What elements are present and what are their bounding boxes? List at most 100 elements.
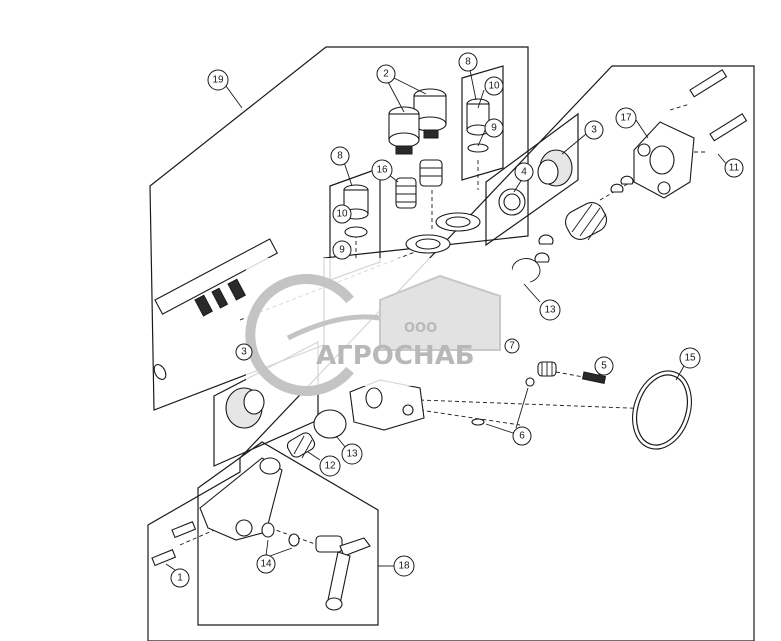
callout-1: 1 [170,568,190,588]
assembly-line-ring [419,399,681,411]
leader-13b [335,435,347,449]
spring-clips [534,175,634,263]
spring-12 [286,432,316,459]
pin-5 [581,371,607,385]
svg-text:14: 14 [260,559,272,570]
plug-lower [225,387,265,429]
seal-6a [471,418,485,426]
callout-7: 7 [504,338,520,354]
large-spring [564,202,608,241]
callout-18: 18 [393,555,415,577]
callout-3-upper: 3 [584,120,604,140]
callout-13-lower: 13 [341,443,363,465]
svg-text:2: 2 [383,69,389,80]
large-o-ring [632,370,692,450]
large-o-ring-inner [636,374,688,446]
callout-2: 2 [376,64,396,84]
leader-8a [469,69,477,101]
spring-7 [537,361,557,377]
leader-3a [561,133,587,155]
callout-3-lower: 3 [235,343,253,361]
callout-5: 5 [594,356,614,376]
callout-11: 11 [724,158,744,178]
watermark-harvester-icon [379,274,501,351]
leader-14 [265,539,269,557]
group-17-outline [147,65,755,641]
cap-assembly-upper [466,98,490,153]
assembly-line-orifice [419,409,521,426]
svg-text:9: 9 [491,123,497,134]
svg-text:13: 13 [544,305,556,316]
cover-bolts [689,69,748,142]
valve-body [349,379,425,431]
svg-text:8: 8 [465,57,471,68]
assembly-line-washer [269,527,319,546]
plug-upper [498,149,573,216]
leader-17 [635,119,649,139]
svg-text:10: 10 [336,209,348,220]
valve-spool [153,238,279,380]
group-18-outline [197,441,379,626]
watermark-gear-icon [245,274,354,396]
svg-text:5: 5 [601,361,607,372]
washers-14 [261,522,300,547]
svg-text:18: 18 [398,561,410,572]
svg-text:17: 17 [620,113,632,124]
callout-10-upper: 10 [484,76,504,96]
watermark-prefix: ООО [404,321,437,336]
assembly-line-bolt-top [669,103,691,111]
callout-13-upper: 13 [539,299,561,321]
group-8-upper-outline [461,65,504,181]
callout-15: 15 [679,347,701,369]
watermark: ООО АГРОСНАБ [245,258,512,396]
leader-9a [477,127,487,147]
spring-pistons [395,159,443,209]
callout-16: 16 [371,159,393,181]
callout-8-lower: 8 [330,146,350,166]
svg-text:6: 6 [519,431,525,442]
leader-10a [477,89,485,109]
cap-assembly-lower [343,184,369,238]
callout-17: 17 [615,107,637,129]
callout-14: 14 [256,554,276,574]
lever-arm [315,535,371,611]
svg-text:19: 19 [212,75,224,86]
group-3-upper-outline [485,112,579,247]
svg-text:7: 7 [509,341,515,352]
callout-6: 6 [512,426,532,446]
leader-14b [269,547,293,557]
svg-text:10: 10 [488,81,500,92]
valve-cover [633,121,695,199]
svg-text:12: 12 [324,461,336,472]
callout-19: 19 [207,69,229,91]
leader-19 [225,85,243,109]
leader-13a [523,283,541,303]
svg-text:15: 15 [684,353,696,364]
leader-12 [307,451,321,461]
seal-6b [525,377,535,387]
callout-8-upper: 8 [458,52,478,72]
svg-text:8: 8 [337,151,343,162]
callout-9-lower: 9 [332,240,352,260]
leader-2a [387,81,405,113]
leader-6 [485,423,517,435]
svg-text:1: 1 [177,573,183,584]
cartridge-valves [388,88,447,155]
svg-text:4: 4 [521,167,527,178]
leader-15 [675,365,685,381]
o-ring-lower [313,409,347,439]
snap-ring-upper [511,258,541,283]
svg-text:16: 16 [376,165,388,176]
svg-text:3: 3 [591,125,597,136]
callout-10-lower: 10 [332,204,352,224]
watermark-field-icon [286,314,381,341]
svg-text:3: 3 [241,347,247,358]
watermark-company-name: АГРОСНАБ [316,341,475,371]
screws-1 [151,521,197,567]
svg-text:9: 9 [339,245,345,256]
leader-2b [393,77,427,95]
leader-6b [515,387,529,429]
callout-4: 4 [514,162,534,182]
callout-12: 12 [319,455,341,477]
